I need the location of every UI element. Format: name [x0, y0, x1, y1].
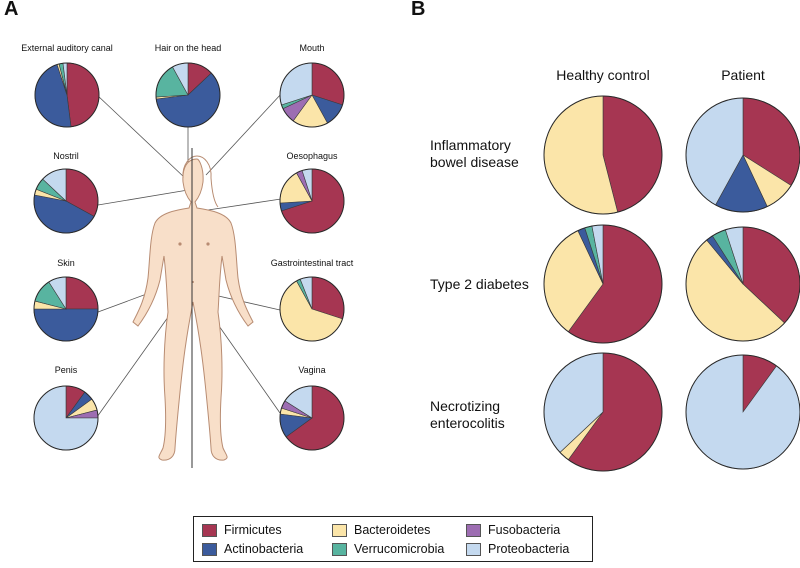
- site-label-skin: Skin: [57, 258, 75, 268]
- site-label-vagina: Vagina: [298, 365, 326, 375]
- legend-label: Verrucomicrobia: [354, 542, 445, 556]
- pie-slice-proteobacteria: [685, 354, 800, 470]
- row-label-line: enterocolitis: [430, 415, 505, 431]
- pie-outline: [279, 276, 345, 342]
- panel-b-letter: B: [411, 0, 426, 20]
- pie-outline: [543, 224, 663, 344]
- site-label-hair-on-the-head: Hair on the head: [154, 43, 222, 53]
- pie-outline: [279, 168, 345, 234]
- human-body-figure: [132, 155, 254, 461]
- site-label-nostril: Nostril: [53, 151, 79, 161]
- pie-chart-oesophagus: [279, 168, 345, 234]
- column-header-healthy-control: Healthy control: [556, 67, 650, 83]
- site-label-mouth: Mouth: [299, 43, 325, 53]
- pie-outline: [685, 226, 800, 342]
- pie-outline: [279, 62, 345, 128]
- pie-chart-necrotizing-enterocolitis-healthy-control: [543, 352, 663, 472]
- legend-label: Firmicutes: [224, 523, 282, 537]
- pie-outline: [155, 62, 221, 128]
- pie-chart-inflammatory-bowel-disease-healthy-control: [543, 95, 663, 215]
- connector-line: [97, 189, 189, 206]
- pie-chart-mouth: [279, 62, 345, 128]
- legend-item-proteobacteria: Proteobacteria: [466, 542, 569, 556]
- legend-label: Fusobacteria: [488, 523, 561, 537]
- pie-chart-penis: [33, 385, 99, 451]
- legend-item-fusobacteria: Fusobacteria: [466, 523, 560, 537]
- pie-outline: [543, 352, 663, 472]
- legend-swatch: [332, 523, 347, 537]
- site-label-penis: Penis: [54, 365, 78, 375]
- legend-label: Actinobacteria: [224, 542, 304, 556]
- legend-item-firmicutes: Firmicutes: [202, 523, 282, 537]
- pie-chart-type-2-diabetes-healthy-control: [543, 224, 663, 344]
- pie-outline: [685, 354, 800, 470]
- pie-chart-hair-on-the-head: [155, 62, 221, 128]
- pie-chart-gastrointestinal-tract: [279, 276, 345, 342]
- row-label-type-2-diabetes: Type 2 diabetes: [430, 276, 529, 293]
- pie-chart-type-2-diabetes-patient: [685, 226, 800, 342]
- pie-chart-nostril: [33, 168, 99, 234]
- legend-item-verrucomicrobia: Verrucomicrobia: [332, 542, 444, 556]
- pie-outline: [34, 62, 100, 128]
- pie-chart-inflammatory-bowel-disease-patient: [685, 97, 800, 213]
- pie-chart-vagina: [279, 385, 345, 451]
- pie-chart-skin: [33, 276, 99, 342]
- row-label-line: Inflammatory: [430, 137, 511, 153]
- row-label-line: Type 2 diabetes: [430, 276, 529, 292]
- left-nipple: [178, 242, 182, 246]
- pie-outline: [33, 168, 99, 234]
- legend-item-bacteroidetes: Bacteroidetes: [332, 523, 430, 537]
- legend: Firmicutes Bacteroidetes Fusobacteria Ac…: [193, 516, 593, 562]
- site-label-external-auditory-canal: External auditory canal: [21, 43, 113, 53]
- column-header-patient: Patient: [721, 67, 765, 83]
- connector-line: [207, 198, 282, 211]
- legend-item-actinobacteria: Actinobacteria: [202, 542, 303, 556]
- panel-a-letter: A: [4, 0, 19, 20]
- right-nipple: [206, 242, 210, 246]
- pie-outline: [543, 95, 663, 215]
- pie-slice-actinobacteria: [33, 308, 99, 342]
- connector-line: [96, 94, 186, 179]
- legend-label: Proteobacteria: [488, 542, 570, 556]
- legend-swatch: [466, 542, 481, 556]
- legend-swatch: [466, 523, 481, 537]
- human-body-silhouette: [132, 158, 254, 461]
- pie-chart-necrotizing-enterocolitis-patient: [685, 354, 800, 470]
- site-label-oesophagus: Oesophagus: [286, 151, 338, 161]
- legend-swatch: [202, 523, 217, 537]
- pie-outline: [33, 276, 99, 342]
- row-label-line: Necrotizing: [430, 398, 501, 414]
- pie-outline: [33, 385, 99, 451]
- legend-swatch: [332, 542, 347, 556]
- row-label-line: bowel disease: [430, 154, 519, 170]
- row-label-necrotizing-enterocolitis: Necrotizing enterocolitis: [430, 398, 505, 432]
- legend-swatch: [202, 542, 217, 556]
- row-label-inflammatory-bowel-disease: Inflammatory bowel disease: [430, 137, 519, 171]
- legend-label: Bacteroidetes: [354, 523, 431, 537]
- pie-outline: [279, 385, 345, 451]
- pie-slice-firmicutes: [66, 62, 100, 128]
- site-label-gastrointestinal-tract: Gastrointestinal tract: [270, 258, 354, 268]
- panel-b-pies: [543, 95, 800, 472]
- connector-line: [97, 291, 153, 313]
- pie-chart-external-auditory-canal: [34, 62, 100, 128]
- hair-outline: [182, 155, 219, 208]
- connector-line: [205, 92, 283, 176]
- pie-outline: [685, 97, 800, 213]
- panel-a-pies: [33, 62, 345, 451]
